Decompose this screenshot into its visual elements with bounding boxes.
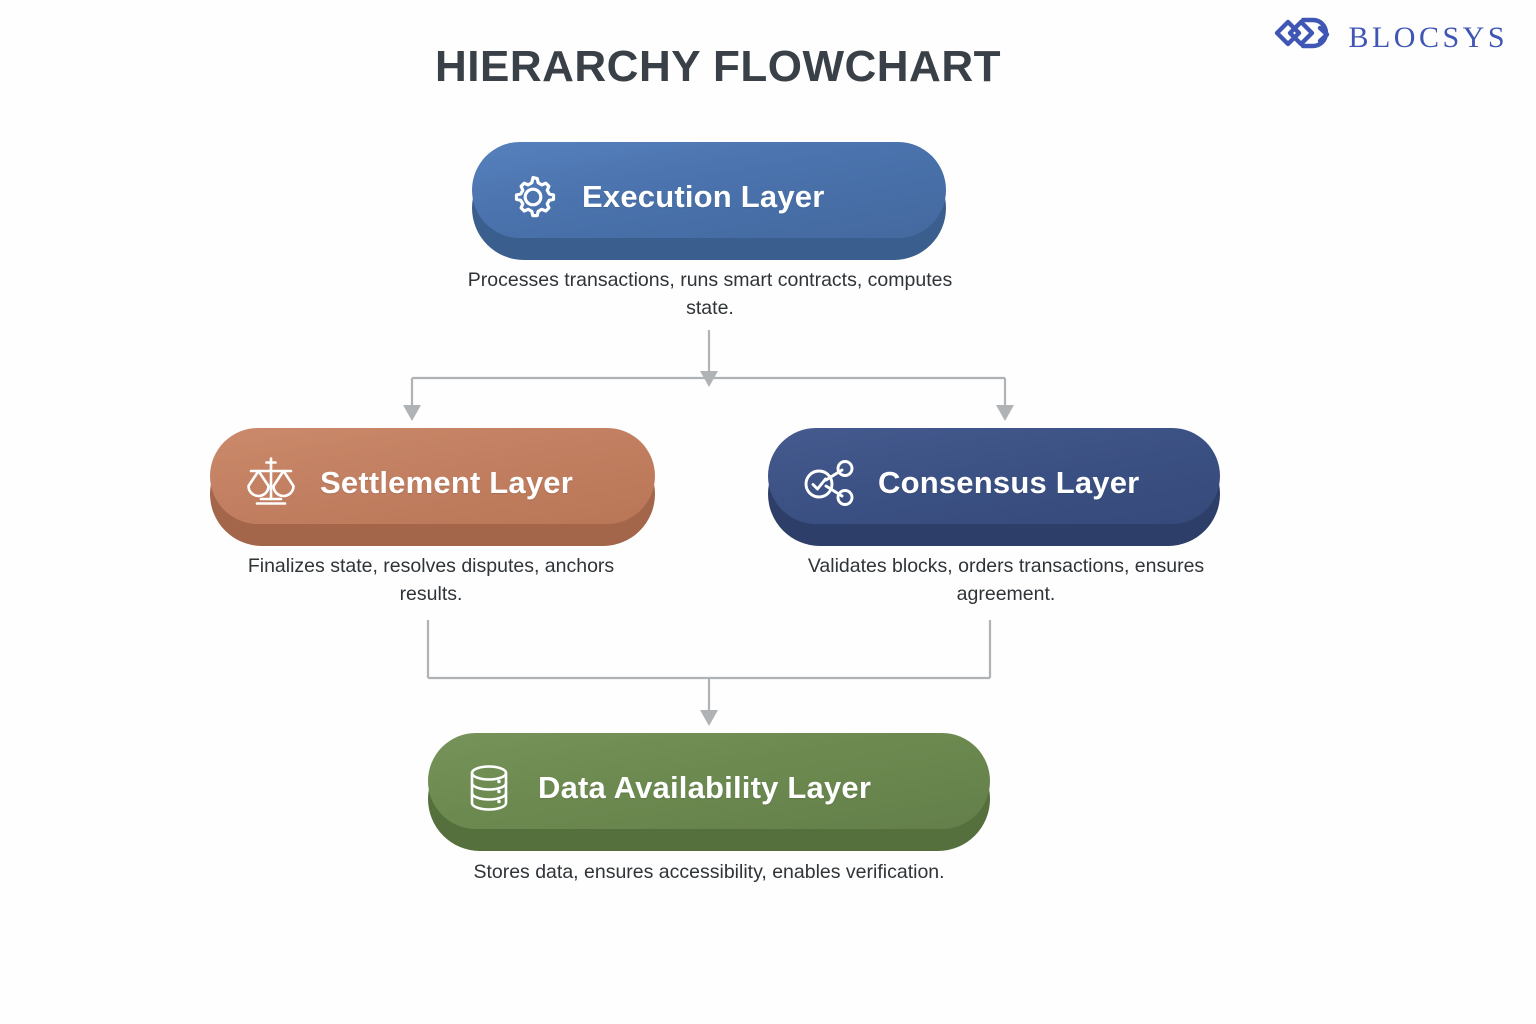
network-check-icon	[804, 460, 854, 506]
node-execution-label: Execution Layer	[582, 179, 825, 214]
node-execution-face	[472, 142, 946, 238]
node-data-content: Data Availability Layer	[462, 740, 871, 836]
caption-settlement-layer: Finalizes state, resolves disputes, anch…	[247, 555, 615, 606]
gear-icon	[514, 175, 556, 218]
node-execution-content: Execution Layer	[506, 149, 824, 245]
database-icon	[470, 765, 508, 811]
caption-data-availability-layer: Stores data, ensures accessibility, enab…	[473, 861, 945, 883]
node-settlement-label: Settlement Layer	[320, 465, 574, 500]
caption-execution-layer: Processes transactions, runs smart contr…	[467, 269, 953, 320]
caption-consensus-layer: Validates blocks, orders transactions, e…	[807, 555, 1205, 606]
arrowhead-execution-split	[700, 371, 718, 387]
brand-logo: BLOCSYS	[1272, 16, 1508, 60]
arrowhead-data	[700, 710, 718, 726]
node-data-label: Data Availability Layer	[538, 770, 872, 805]
arrowhead-settlement	[403, 405, 421, 421]
balance-scales-icon	[247, 457, 295, 505]
arrowhead-consensus	[996, 405, 1014, 421]
node-settlement-face	[210, 428, 655, 524]
node-consensus-content: Consensus Layer	[802, 435, 1139, 531]
node-execution-layer[interactable]: Execution Layer	[472, 142, 946, 260]
node-settlement-content: Settlement Layer	[244, 435, 573, 531]
node-data-face	[428, 733, 990, 829]
blocsys-interlocking-diamonds-icon	[1275, 17, 1330, 49]
brand-name: BLOCSYS	[1348, 21, 1508, 54]
node-data-availability-layer[interactable]: Data Availability Layer	[428, 733, 990, 851]
node-settlement-layer[interactable]: Settlement Layer	[210, 428, 655, 546]
node-consensus-label: Consensus Layer	[878, 465, 1140, 500]
node-consensus-layer[interactable]: Consensus Layer	[768, 428, 1220, 546]
page-title: HIERARCHY FLOWCHART	[435, 42, 1001, 91]
